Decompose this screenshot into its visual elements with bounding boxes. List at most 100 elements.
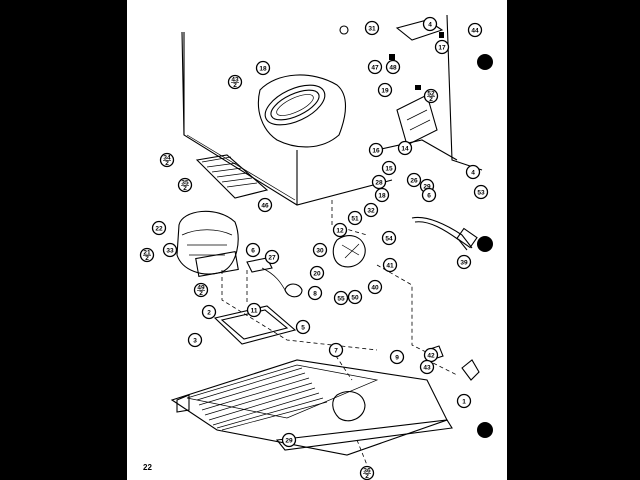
- callout-label: 47: [371, 64, 379, 71]
- callout-43: 43: [419, 359, 435, 375]
- callout-26: 26: [406, 172, 422, 188]
- callout-label: 9: [395, 354, 399, 361]
- callout-30: 30: [312, 242, 328, 258]
- callout-label: 14: [401, 145, 409, 152]
- callout-quantity: 2: [429, 96, 433, 103]
- callout-quantity: 2: [365, 473, 369, 480]
- callout-4: 4: [422, 16, 438, 32]
- callout-52: 522: [423, 88, 439, 104]
- callout-label: 22: [155, 225, 163, 232]
- callout-27: 27: [264, 249, 280, 265]
- callout-label: 8: [313, 290, 317, 297]
- page-number: 22: [143, 463, 152, 472]
- callout-quantity: 2: [145, 255, 149, 262]
- callout-label: 4: [428, 21, 432, 28]
- callout-41: 41: [382, 257, 398, 273]
- callout-51: 51: [347, 210, 363, 226]
- callout-label: 2: [207, 309, 211, 316]
- callout-2: 2: [201, 304, 217, 320]
- callout-1: 1: [456, 393, 472, 409]
- condenser-base: [170, 359, 453, 456]
- callout-label: 29: [423, 183, 431, 190]
- callout-label: 48: [389, 64, 397, 71]
- callout-label: 27: [268, 254, 276, 261]
- callout-label: 40: [371, 284, 379, 291]
- callout-label: 7: [334, 347, 338, 354]
- callout-31: 31: [364, 20, 380, 36]
- relay-overload: [246, 257, 303, 298]
- callout-34: 342: [159, 152, 175, 168]
- callout-label: 6: [427, 192, 431, 199]
- callout-label: 33: [166, 247, 174, 254]
- callout-54: 54: [381, 230, 397, 246]
- callout-42: 42: [423, 347, 439, 363]
- callout-48: 48: [385, 59, 401, 75]
- water-tubing: [411, 216, 478, 251]
- callout-44: 44: [467, 22, 483, 38]
- callout-3: 3: [187, 332, 203, 348]
- top-fittings: [339, 19, 444, 90]
- defrost-bracket: [376, 94, 458, 161]
- callout-label: 39: [460, 259, 468, 266]
- callout-39: 39: [456, 254, 472, 270]
- callout-label: 43: [423, 364, 431, 371]
- callout-label: 1: [462, 398, 466, 405]
- callout-5: 5: [295, 319, 311, 335]
- binder-holes: [477, 54, 493, 438]
- callout-28: 28: [371, 174, 387, 190]
- callout-7: 7: [328, 342, 344, 358]
- callout-quantity: 2: [233, 82, 237, 89]
- callout-15: 15: [381, 160, 397, 176]
- callout-quantity: 2: [199, 290, 203, 297]
- callout-4b: 4: [465, 164, 481, 180]
- callout-33: 33: [162, 242, 178, 258]
- drain-strip: [195, 154, 269, 199]
- callout-label: 18: [259, 65, 267, 72]
- callout-label: 3: [193, 337, 197, 344]
- callout-32: 32: [363, 202, 379, 218]
- callout-12: 12: [332, 222, 348, 238]
- callout-label: 43: [231, 77, 239, 84]
- callout-21: 212: [139, 247, 155, 263]
- callout-53: 53: [473, 184, 489, 200]
- callout-43a: 432: [227, 74, 243, 90]
- callout-label: 35: [181, 180, 189, 187]
- callout-6: 6: [421, 187, 437, 203]
- callout-label: 36: [363, 468, 371, 475]
- callout-35: 352: [177, 177, 193, 193]
- callout-9: 9: [389, 349, 405, 365]
- callout-label: 21: [143, 250, 151, 257]
- compressor: [176, 210, 239, 277]
- callout-label: 5: [301, 324, 305, 331]
- callout-label: 31: [368, 25, 376, 32]
- callout-8: 8: [307, 285, 323, 301]
- callout-14: 14: [397, 140, 413, 156]
- evaporator-cover: [257, 74, 347, 148]
- callout-label: 19: [381, 87, 389, 94]
- callout-label: 30: [316, 247, 324, 254]
- callout-label: 12: [336, 227, 344, 234]
- callout-label: 52: [427, 91, 435, 98]
- callout-6b: 6: [245, 242, 261, 258]
- callout-49: 492: [193, 282, 209, 298]
- callout-label: 6: [251, 247, 255, 254]
- fan-assembly: [332, 235, 366, 268]
- callout-18b: 18: [374, 187, 390, 203]
- callout-label: 49: [197, 285, 205, 292]
- callout-47: 47: [367, 59, 383, 75]
- callout-17: 17: [434, 39, 450, 55]
- callout-label: 18: [378, 192, 386, 199]
- callout-55: 55: [333, 290, 349, 306]
- callout-29b: 29: [281, 432, 297, 448]
- callout-label: 50: [351, 294, 359, 301]
- callout-19: 19: [377, 82, 393, 98]
- callout-label: 41: [386, 262, 394, 269]
- callout-36: 362: [359, 465, 375, 480]
- callout-label: 54: [385, 235, 393, 242]
- callout-label: 34: [163, 155, 171, 162]
- callout-label: 46: [261, 202, 269, 209]
- callout-label: 53: [477, 189, 485, 196]
- callout-46: 46: [257, 197, 273, 213]
